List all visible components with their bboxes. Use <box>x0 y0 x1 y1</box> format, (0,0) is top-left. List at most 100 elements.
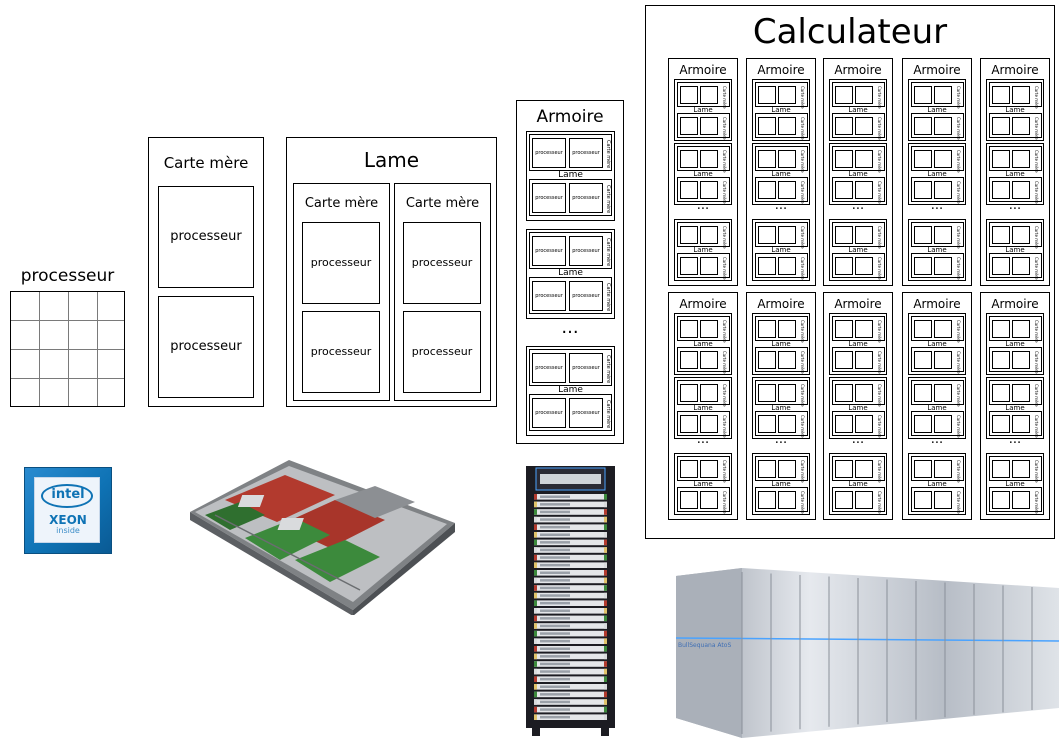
processor-box <box>914 415 932 433</box>
processor-box <box>992 320 1010 338</box>
processor-box <box>1012 415 1030 433</box>
blade-label: Lame <box>693 246 713 254</box>
processor-box <box>1012 320 1030 338</box>
motherboard-box: Carte mère <box>911 222 964 249</box>
processor-box <box>934 460 952 478</box>
motherboard-label: Carte mère <box>877 117 882 140</box>
motherboard-label: Carte mère <box>1034 351 1039 374</box>
ellipsis-text: ... <box>1008 432 1022 447</box>
processor-box <box>992 226 1010 244</box>
processor-box <box>992 384 1010 402</box>
processor-box <box>680 460 698 478</box>
processor-box-label: processeur <box>572 248 600 254</box>
motherboard-box: Carte mère <box>832 113 885 140</box>
motherboard-box: Carte mère <box>911 380 964 407</box>
motherboard-box: Carte mère <box>755 487 808 514</box>
processor-box-label: processeur <box>535 195 563 201</box>
motherboard-box: Carte mère <box>989 347 1042 374</box>
motherboard-label: Carte mère <box>877 181 882 204</box>
motherboard-box: Carte mère <box>832 456 885 483</box>
processor-box <box>934 257 952 275</box>
processor-box <box>934 415 952 433</box>
motherboard-label: Carte mère <box>956 384 961 407</box>
processor-box <box>1012 460 1030 478</box>
motherboard-label: Carte mère <box>1034 181 1039 204</box>
motherboard-box: Carte mère <box>989 487 1042 514</box>
motherboard-label: Carte mère <box>1034 491 1039 514</box>
processor-box-label: processeur <box>411 256 473 269</box>
processor-box: processeur <box>403 311 481 393</box>
processor-box <box>758 415 776 433</box>
processor-box <box>778 181 796 199</box>
blade-label: Lame <box>693 106 713 114</box>
processor-box <box>992 117 1010 135</box>
processor-box-label: processeur <box>411 345 473 358</box>
processor-box <box>914 384 932 402</box>
processor-box: processeur <box>532 183 566 213</box>
motherboard-label: Carte mère <box>605 237 611 267</box>
motherboard-label: Carte mère <box>722 460 727 483</box>
processor-box <box>700 491 718 509</box>
motherboard-box: Carte mère <box>677 411 730 438</box>
blade-label: Lame <box>927 246 947 254</box>
processor-box <box>1012 257 1030 275</box>
motherboard-label: Carte mère <box>722 86 727 109</box>
processor-box <box>1012 351 1030 369</box>
motherboard-label: Carte mère <box>800 117 805 140</box>
processor-box <box>700 415 718 433</box>
blade-label: Lame <box>848 340 868 348</box>
processor-box <box>835 150 853 168</box>
motherboard-label: Carte mère <box>877 460 882 483</box>
processor-box <box>680 226 698 244</box>
motherboard-label: Carte mère <box>877 491 882 514</box>
cabinet-label: Armoire <box>913 63 961 77</box>
intel-badge-line1: XEON <box>49 513 87 527</box>
processor-box <box>680 351 698 369</box>
processor-box <box>835 384 853 402</box>
motherboard-box: Carte mère <box>677 380 730 407</box>
blade-label: Lame <box>771 480 791 488</box>
motherboard-box: Carte mère <box>832 316 885 343</box>
processor-box-label: processeur <box>572 293 600 299</box>
motherboard-label: Carte mère <box>956 150 961 173</box>
motherboard-label: Carte mère <box>722 384 727 407</box>
blade-label: Lame <box>848 404 868 412</box>
cabinet-label: Armoire <box>913 297 961 311</box>
motherboard-box: Carte mère <box>755 177 808 204</box>
processor-box <box>992 150 1010 168</box>
motherboard-box: Carte mère <box>989 177 1042 204</box>
processor-box <box>778 86 796 104</box>
processor-box <box>758 226 776 244</box>
motherboard-label: Carte mère <box>956 491 961 514</box>
processor-box <box>855 415 873 433</box>
motherboard-box: Carte mère <box>755 146 808 173</box>
blade-label: Lame <box>693 340 713 348</box>
processor-box <box>934 86 952 104</box>
processor-box <box>914 86 932 104</box>
motherboard-label: Carte mère <box>800 320 805 343</box>
processor-box <box>758 320 776 338</box>
processor-box <box>855 257 873 275</box>
processor-box <box>855 491 873 509</box>
motherboard-label: Carte mère <box>800 415 805 438</box>
motherboard-box: Carte mère <box>832 487 885 514</box>
motherboard-label: Carte mère <box>722 320 727 343</box>
processor-box <box>680 181 698 199</box>
processor-box <box>1012 117 1030 135</box>
processor-box <box>992 181 1010 199</box>
processor-box <box>914 181 932 199</box>
processor-box <box>1012 491 1030 509</box>
